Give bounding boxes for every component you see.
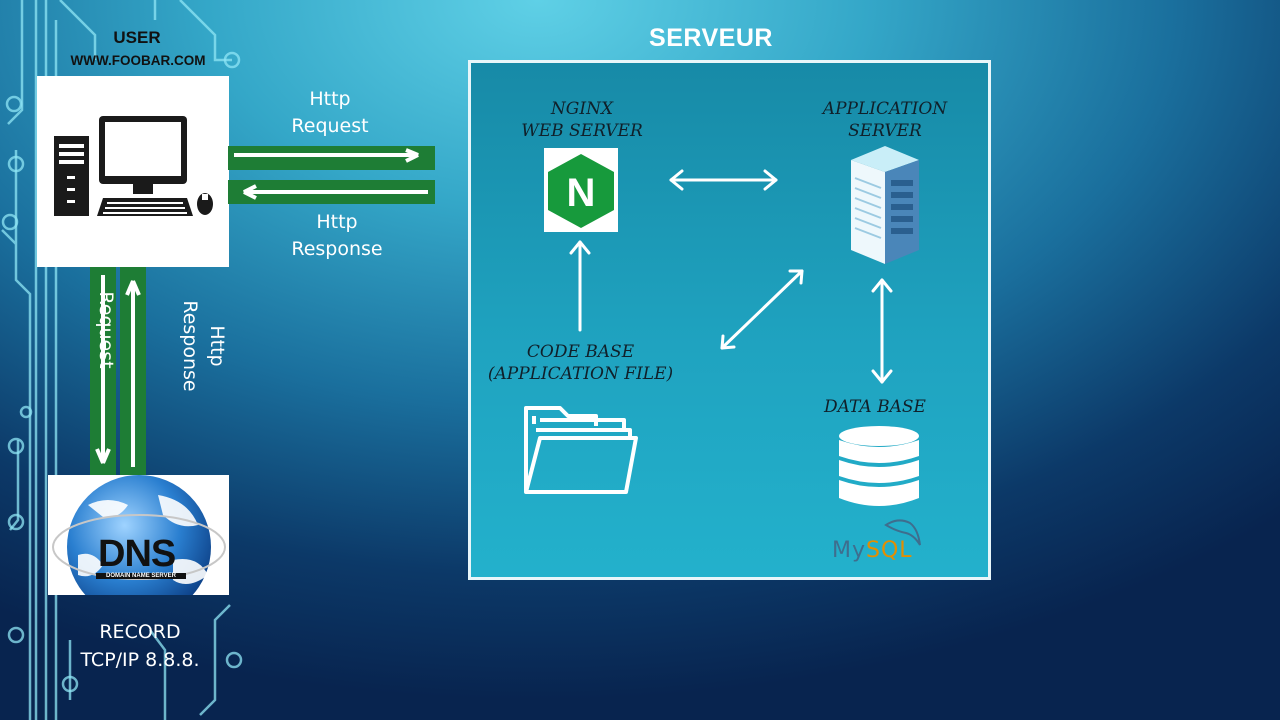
nginx-logo: N: [544, 148, 618, 232]
dns-logo-text: DNS: [98, 533, 176, 575]
app-server-label: APPLICATION SERVER: [822, 99, 948, 141]
mysql-logo: MySQL: [832, 538, 913, 563]
folder-icon: [524, 406, 638, 494]
http-request-response-arrows: [228, 146, 435, 204]
nginx-icon: N: [548, 154, 614, 228]
nginx-app-double-arrow: [669, 169, 778, 191]
code-base-label: CODE BASE (APPLICATION FILE): [487, 342, 674, 384]
server-rack-icon: [851, 146, 919, 264]
user-title: USER: [113, 28, 161, 47]
user-url: WWW.FOOBAR.COM: [70, 53, 206, 68]
http-response-arrow: [243, 184, 428, 200]
codebase-nginx-arrow: [569, 240, 591, 332]
mysql-logo-sql: SQL: [866, 538, 913, 563]
dns-request-arrow: [95, 275, 111, 464]
http-request-arrow: [234, 148, 419, 163]
http-request-arrow-bar: [228, 146, 435, 170]
dns-logo-image: DNS DOMAIN NAME SERVER: [48, 475, 229, 595]
mysql-logo-my: My: [832, 538, 867, 563]
dns-logo-subtext: DOMAIN NAME SERVER: [96, 573, 186, 579]
dns-record-label: RECORD TCP/IP 8.8.8.: [40, 618, 240, 674]
dns-response-arrow: [125, 280, 141, 467]
nginx-label: NGINX WEB SERVER: [521, 99, 643, 141]
nginx-logo-letter: N: [567, 171, 596, 215]
app-database-double-arrow: [871, 278, 893, 384]
record-ip: TCP/IP 8.8.8.: [80, 649, 200, 671]
server-title: SERVEUR: [649, 24, 773, 52]
app-codebase-double-arrow: [720, 269, 804, 350]
dns-response-label: Http Response: [179, 300, 228, 392]
user-computer-image: [37, 76, 229, 267]
desktop-computer-icon: [54, 116, 213, 216]
http-response-label: Http Response: [291, 211, 383, 260]
database-label: DATA BASE: [824, 397, 926, 417]
dns-request-label: Request: [95, 291, 117, 369]
record-title: RECORD: [99, 621, 181, 643]
http-request-label: Http Request: [291, 88, 369, 137]
dns-globe-icon: [52, 475, 226, 595]
database-icon: [839, 426, 919, 506]
mysql-dolphin-icon: [884, 519, 921, 546]
server-connectors: [569, 169, 893, 384]
dns-request-response-arrows: [90, 267, 146, 475]
